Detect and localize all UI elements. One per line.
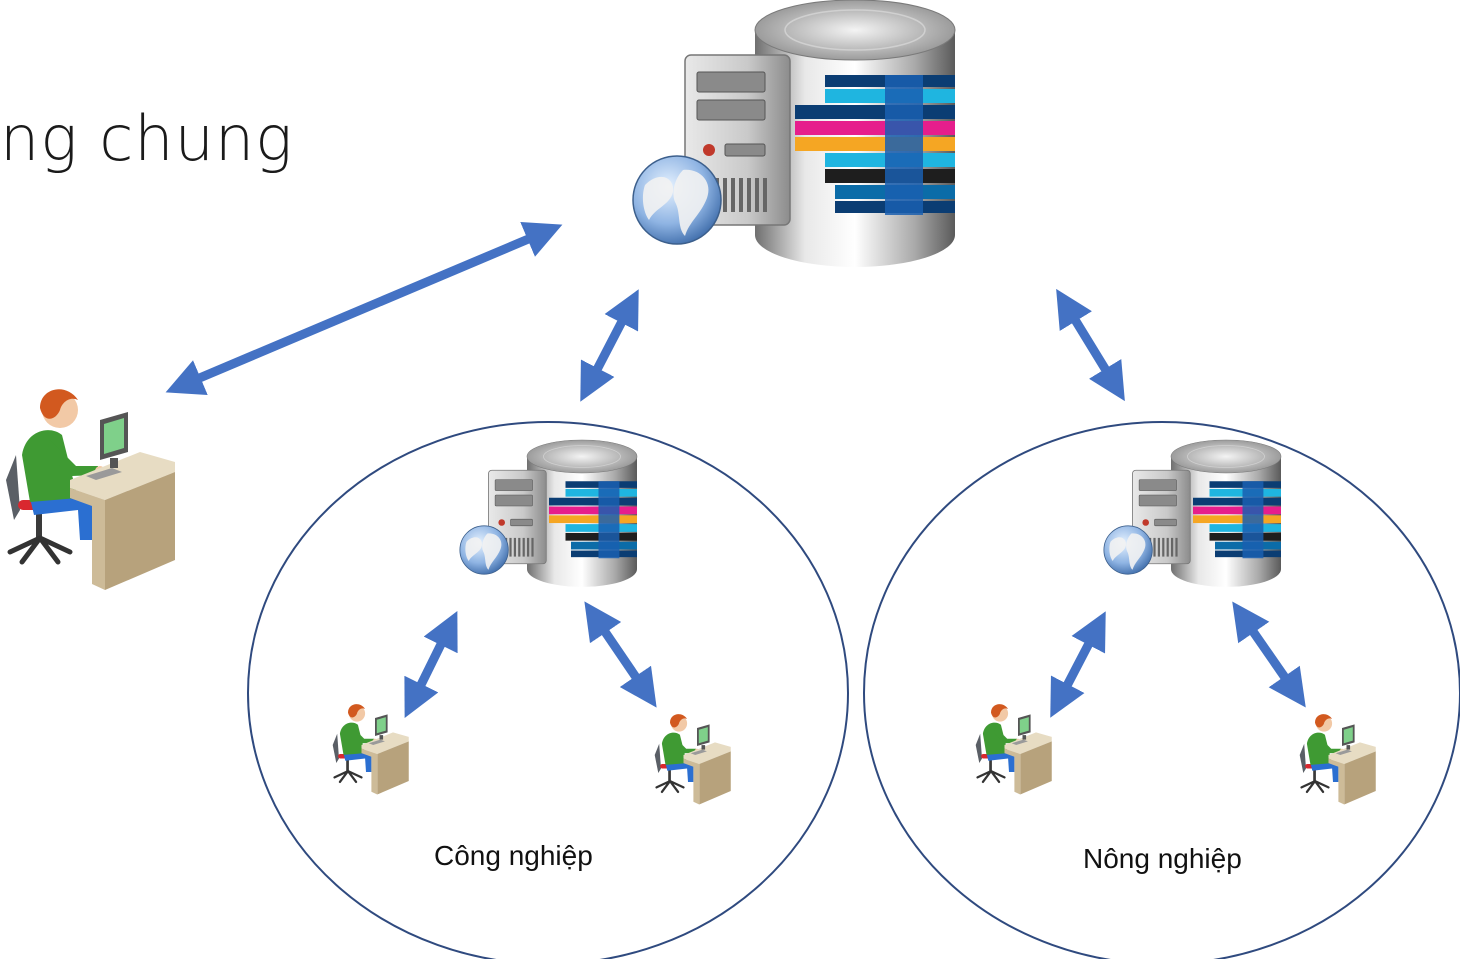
user-workstation-icon-nong-2 xyxy=(1298,713,1377,806)
region-circle-cong-nghiep xyxy=(247,421,849,959)
double-arrow-icon xyxy=(1056,288,1125,402)
double-arrow-icon xyxy=(584,601,657,708)
double-arrow-icon xyxy=(404,611,458,718)
page-title: ng chung xyxy=(0,102,294,175)
region-circle-nong-nghiep xyxy=(863,421,1460,959)
user-workstation-icon-cong-2 xyxy=(653,713,732,806)
user-workstation-icon-nong-1 xyxy=(974,703,1053,796)
database-server-icon-nong-nghiep xyxy=(1103,439,1282,588)
region-label-cong-nghiep: Công nghiệp xyxy=(434,840,593,871)
user-workstation-icon-cong-1 xyxy=(331,703,410,796)
double-arrow-icon xyxy=(1232,601,1306,708)
central-database-server-icon xyxy=(632,0,956,268)
region-label-nong-nghiep: Nông nghiệp xyxy=(1083,843,1242,874)
user-workstation-icon xyxy=(6,389,175,590)
double-arrow-icon xyxy=(165,221,563,396)
database-server-icon-cong-nghiep xyxy=(459,439,638,588)
double-arrow-icon xyxy=(1050,611,1106,718)
double-arrow-icon xyxy=(580,289,639,402)
